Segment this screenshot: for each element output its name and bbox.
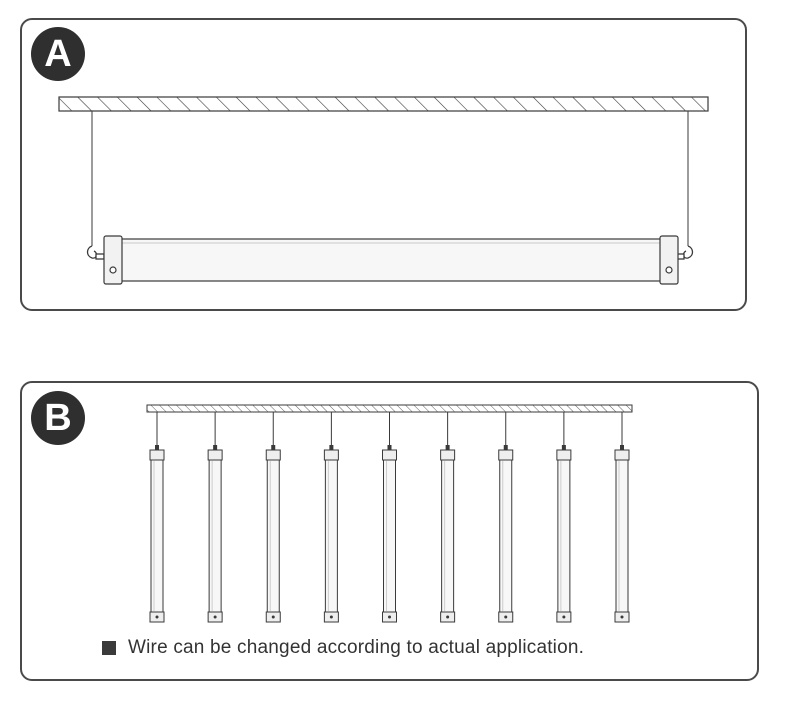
panel-a-fixture: [103, 235, 679, 285]
end-cap-top: [614, 449, 630, 461]
wire-clamp: [155, 445, 159, 450]
wire-clamp: [213, 445, 218, 450]
cap-screw: [213, 615, 217, 619]
panel-a-badge: A: [31, 27, 85, 81]
panel-b-fixture: [498, 412, 514, 623]
cap-screw: [329, 615, 333, 619]
end-cap-top: [382, 449, 397, 461]
light-tube: [557, 459, 571, 613]
panel-b-ceiling: [146, 404, 633, 413]
panel-b-fixture: [149, 412, 165, 623]
end-cap-top: [440, 449, 456, 461]
light-tube: [208, 459, 222, 613]
panel-b-fixture: [323, 412, 339, 623]
note-text: Wire can be changed according to actual …: [128, 637, 585, 658]
wire-clamp: [503, 445, 508, 450]
light-tube: [266, 459, 280, 613]
panel-a-wires: [91, 111, 689, 246]
panel-b-fixture: [265, 412, 281, 623]
wire-clamp: [561, 445, 566, 450]
wire-clamp: [329, 445, 334, 450]
panel-b-fixture: [382, 412, 397, 623]
wire-clamp: [445, 445, 450, 450]
cap-screw: [620, 615, 624, 619]
panel-b-fixture: [207, 412, 223, 623]
panel-a-ceiling: [58, 96, 709, 112]
wire-clamp: [271, 445, 276, 450]
end-cap-top: [498, 449, 514, 461]
panel-b-badge: B: [31, 391, 85, 445]
cap-screw: [504, 615, 508, 619]
end-cap-top: [323, 449, 339, 461]
panel-b-fixtures: [149, 412, 630, 623]
cap-screw: [155, 615, 159, 619]
wire-clamp: [387, 445, 392, 450]
panel-b-fixture: [440, 412, 456, 623]
panel-b-fixture: [556, 412, 572, 623]
note: Wire can be changed according to actual …: [102, 637, 584, 659]
light-tube: [615, 459, 629, 613]
end-cap-top: [149, 449, 165, 461]
cap-screw: [388, 615, 391, 619]
panel-b-fixture: [614, 412, 630, 623]
cap-screw: [271, 615, 275, 619]
light-tube: [499, 459, 513, 613]
light-tube: [324, 459, 338, 613]
square-bullet-icon: [102, 641, 116, 655]
wire-clamp: [620, 445, 624, 450]
end-cap-top: [265, 449, 281, 461]
end-cap-top: [556, 449, 572, 461]
cap-screw: [446, 615, 450, 619]
panel-a-left-hook: [86, 245, 105, 260]
cap-screw: [562, 615, 566, 619]
end-cap-top: [207, 449, 223, 461]
light-tube: [441, 459, 455, 613]
light-tube: [150, 459, 164, 613]
light-tube: [383, 459, 396, 613]
